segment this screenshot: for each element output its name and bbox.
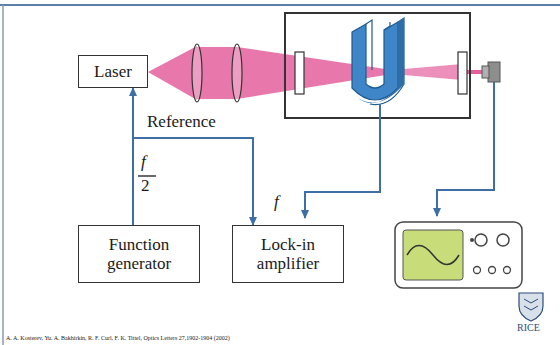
signal-label: f <box>274 193 279 212</box>
signal-label: f <box>141 153 146 172</box>
box-text: Lock-in amplifier <box>233 235 343 273</box>
box-text: Function generator <box>79 235 199 273</box>
signal-wire <box>305 104 380 218</box>
knob <box>474 267 481 274</box>
signal-wire <box>133 138 253 225</box>
process-box: Lock-in amplifier <box>232 225 344 283</box>
scope-screen <box>403 230 463 280</box>
tuning-fork <box>358 18 404 103</box>
box-text: Laser <box>94 62 132 81</box>
frame-line <box>0 4 560 6</box>
signal-label: Reference <box>147 113 216 132</box>
scope-trace <box>407 246 459 265</box>
logo-shield <box>519 293 543 321</box>
knob <box>497 234 509 246</box>
signal-label: 2 <box>141 177 150 196</box>
window <box>295 52 304 94</box>
citation: A. A. Kosterev, Yu. A. Bakhirkin, R. F. … <box>6 335 230 342</box>
frame-line <box>2 5 4 345</box>
knob <box>475 234 487 246</box>
signal-wire <box>437 82 494 216</box>
laser-beam <box>148 46 197 100</box>
tuning-fork <box>352 22 398 100</box>
laser-beam <box>197 47 237 99</box>
lens <box>232 44 242 102</box>
logo-text: RICE <box>517 322 540 333</box>
detector <box>482 66 489 78</box>
process-box: Laser <box>78 55 148 88</box>
window <box>458 52 467 94</box>
knob <box>489 267 496 274</box>
detector <box>488 62 500 82</box>
oscilloscope <box>395 222 522 288</box>
logo-shield <box>524 299 538 310</box>
gas-cell <box>285 13 470 118</box>
knob <box>504 267 511 274</box>
lens <box>192 44 202 102</box>
process-box: Function generator <box>78 225 200 283</box>
knob <box>470 238 474 242</box>
